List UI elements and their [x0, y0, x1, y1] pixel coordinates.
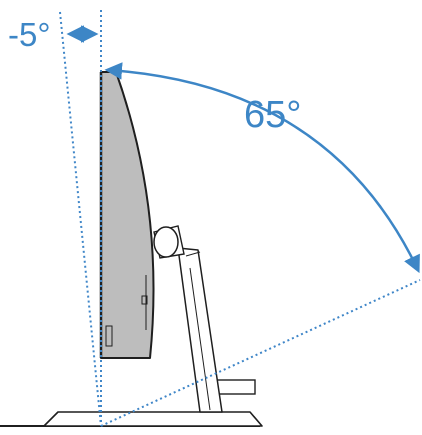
- monitor-body: [99, 71, 155, 359]
- stand-hinge: [153, 225, 185, 259]
- stand-neck: [177, 247, 223, 413]
- arc-arrow-icon: [104, 62, 420, 274]
- guide-lines: [59, 10, 421, 427]
- stand-base: [43, 379, 263, 427]
- forward-tilt-label: -5°: [8, 16, 51, 53]
- forward-tilt-line: [59, 11, 102, 427]
- backward-tilt-line: [100, 279, 421, 427]
- backward-tilt-label: 65°: [244, 94, 301, 136]
